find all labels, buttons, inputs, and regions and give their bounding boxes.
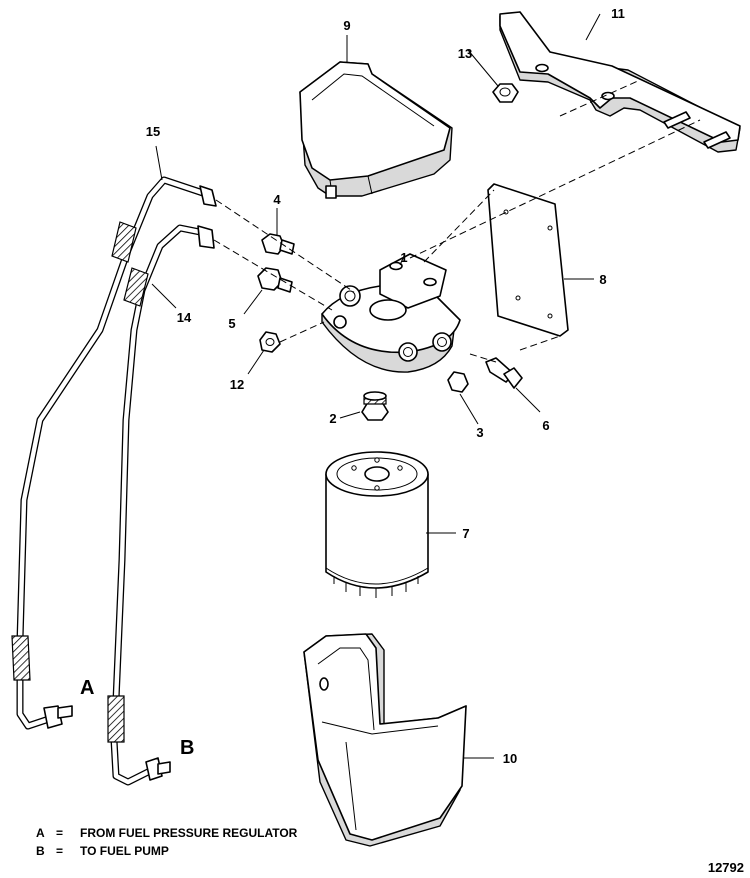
callouts: 1 2 3 4 5 6 7 8 9 10 11 12 13 14 15 bbox=[146, 6, 625, 766]
figure-number: 12792 bbox=[708, 860, 744, 875]
alignment-lines bbox=[213, 79, 701, 363]
part-4-fitting bbox=[261, 233, 295, 255]
part-10-lower-shield bbox=[303, 633, 467, 847]
part-15-fuel-line bbox=[11, 176, 217, 730]
legend-text-b: TO FUEL PUMP bbox=[80, 844, 169, 858]
callout-8: 8 bbox=[599, 272, 606, 287]
callout-9: 9 bbox=[343, 18, 350, 33]
legend-key-a: A bbox=[36, 826, 45, 840]
callout-6: 6 bbox=[542, 418, 549, 433]
legend-key-b: B bbox=[36, 844, 45, 858]
legend: A = FROM FUEL PRESSURE REGULATOR B = TO … bbox=[36, 826, 298, 858]
callout-11: 11 bbox=[611, 6, 625, 21]
callout-10: 10 bbox=[503, 751, 517, 766]
part-5-fitting bbox=[257, 267, 293, 293]
part-8-gasket-plate bbox=[487, 183, 569, 337]
legend-text-a: FROM FUEL PRESSURE REGULATOR bbox=[80, 826, 298, 840]
callout-5: 5 bbox=[228, 316, 235, 331]
line-label-a: A bbox=[80, 677, 94, 699]
callout-14: 14 bbox=[177, 310, 192, 325]
callout-12: 12 bbox=[230, 377, 244, 392]
callout-2: 2 bbox=[329, 411, 336, 426]
callout-3: 3 bbox=[476, 425, 483, 440]
callout-1: 1 bbox=[400, 250, 407, 265]
legend-sep-b: = bbox=[56, 844, 63, 858]
callout-4: 4 bbox=[273, 192, 281, 207]
callout-7: 7 bbox=[462, 526, 469, 541]
callout-15: 15 bbox=[146, 124, 160, 139]
line-label-b: B bbox=[180, 737, 194, 759]
part-6-bolt bbox=[485, 357, 523, 389]
part-1-filter-head bbox=[321, 253, 461, 373]
leader-lines bbox=[151, 13, 601, 759]
part-2-plug bbox=[361, 391, 389, 421]
part-13-nut bbox=[492, 83, 519, 103]
part-14-fuel-line bbox=[107, 224, 215, 786]
part-11-mounting-bracket bbox=[499, 11, 741, 153]
part-9-filter-cover bbox=[299, 61, 453, 199]
part-3-fitting bbox=[447, 371, 469, 393]
part-12-nut bbox=[259, 331, 281, 353]
legend-sep-a: = bbox=[56, 826, 63, 840]
part-7-fuel-filter bbox=[325, 451, 429, 598]
callout-13: 13 bbox=[458, 46, 472, 61]
